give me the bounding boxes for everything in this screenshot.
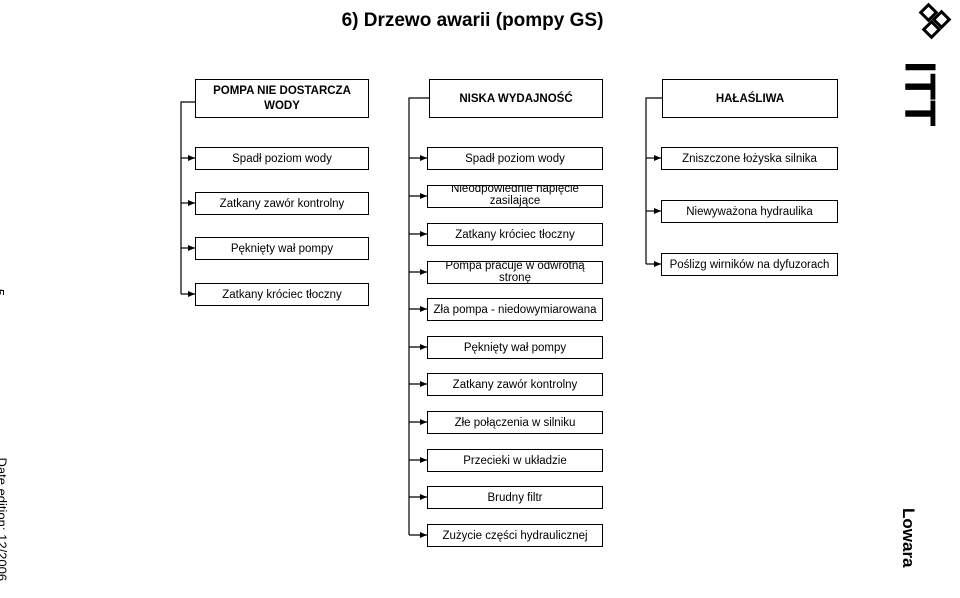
fault-cause: Zła pompa - niedowymiarowana: [427, 298, 603, 321]
fault-cause: Brudny filtr: [427, 486, 603, 509]
itt-logo-icon: [918, 2, 952, 40]
fault-header-no-water: POMPA NIE DOSTARCZA WODY: [195, 79, 369, 118]
fault-cause: Poślizg wirników na dyfuzorach: [661, 253, 838, 276]
fault-cause: Niewyważona hydraulika: [661, 200, 838, 223]
connector-lines: [180, 97, 662, 538]
fault-header-noisy: HAŁAŚLIWA: [662, 79, 838, 118]
fault-cause: Spadł poziom wody: [427, 147, 603, 170]
fault-cause-text: Nieodpowiednie napięcie zasilające: [451, 185, 579, 207]
fault-cause: Pęknięty wał pompy: [427, 336, 603, 359]
fault-cause-text: Pompa pracuje w odwrotną stronę: [445, 261, 585, 284]
brand-itt-text: ITT: [896, 62, 945, 126]
fault-cause: Złe połączenia w silniku: [427, 411, 603, 434]
page-number: 5: [0, 289, 7, 296]
fault-cause: Zniszczone łożyska silnika: [661, 147, 838, 170]
fault-cause: Pompa pracuje w odwrotną stronę: [427, 261, 603, 284]
date-edition: Date edition: 12/2006: [0, 457, 10, 582]
fault-cause: Zatkany zawór kontrolny: [195, 192, 369, 215]
brand-itt: ITT: [896, 62, 945, 126]
fault-cause: Nieodpowiednie napięcie zasilające: [427, 185, 603, 208]
fault-cause: Spadł poziom wody: [195, 147, 369, 170]
fault-cause: Przecieki w układzie: [427, 449, 603, 472]
page-title: 6) Drzewo awarii (pompy GS): [341, 10, 604, 31]
fault-cause: Zużycie części hydraulicznej: [427, 524, 603, 547]
fault-cause: Zatkany króciec tłoczny: [195, 283, 369, 306]
fault-cause: Zatkany zawór kontrolny: [427, 373, 603, 396]
fault-cause: Pęknięty wał pompy: [195, 237, 369, 260]
fault-cause: Zatkany króciec tłoczny: [427, 223, 603, 246]
fault-header-low-output: NISKA WYDAJNOŚĆ: [429, 79, 603, 118]
footer-brand: Lowara: [899, 508, 918, 568]
